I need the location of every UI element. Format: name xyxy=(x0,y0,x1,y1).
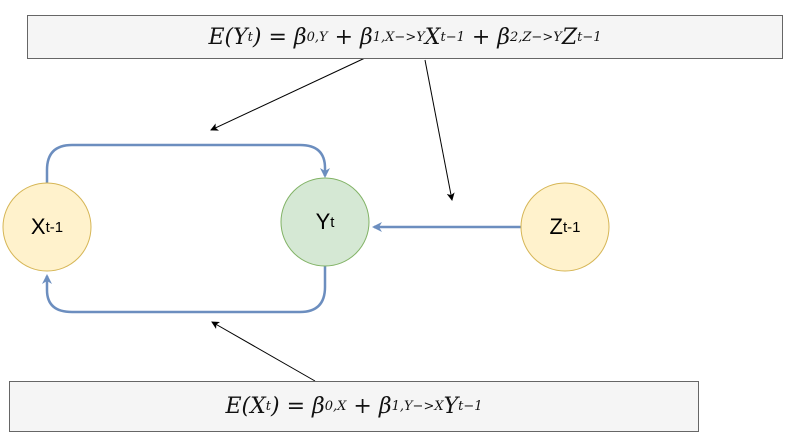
node-z-text: Z xyxy=(549,214,563,239)
eq-text: ) xyxy=(271,394,280,419)
pointer-eq-y-to-xy-edge xyxy=(210,57,366,131)
eq-sub: t−1 xyxy=(577,29,602,45)
eq-text: β xyxy=(293,24,307,50)
node-y-circle xyxy=(280,177,370,267)
node-y-sub: t xyxy=(330,213,335,231)
node-x-text: X xyxy=(30,214,46,239)
eq-text: + xyxy=(464,24,498,50)
eq-text: + xyxy=(327,24,361,50)
node-x-circle xyxy=(2,182,92,272)
eq-text: β xyxy=(360,24,373,50)
node-z-sub: t-1 xyxy=(562,218,581,236)
eq-text: β xyxy=(497,24,510,50)
eq-text: + xyxy=(346,394,379,419)
node-x-sub: t-1 xyxy=(45,218,64,236)
eq-text: β xyxy=(378,394,392,419)
eq-text: Z xyxy=(561,24,578,50)
eq-text: = xyxy=(279,394,313,419)
eq-text: Y xyxy=(443,394,459,419)
eq-sub: 1,Y−>X xyxy=(391,399,444,414)
eq-sub: 2,Z−>Y xyxy=(510,29,562,45)
eq-sub: 1,X−>Y xyxy=(372,29,425,45)
eq-text: = xyxy=(261,24,294,50)
node-y-text: Y xyxy=(315,209,331,234)
eq-sub: 0,X xyxy=(324,399,347,414)
eq-text: E(Y xyxy=(208,24,248,50)
eq-sub: t xyxy=(265,399,272,414)
eq-sub: t−1 xyxy=(458,399,483,414)
pointer-eq-x-to-yx-edge xyxy=(211,321,316,382)
node-z-circle xyxy=(520,182,610,272)
eq-text: ) xyxy=(252,24,262,50)
eq-text: E(X xyxy=(225,394,266,419)
edge-x-to-y xyxy=(45,143,330,183)
edge-y-to-x xyxy=(42,266,327,314)
pointer-eq-y-to-zy-edge xyxy=(424,59,455,201)
eq-sub: t−1 xyxy=(440,29,465,45)
eq-text: X xyxy=(424,24,441,50)
eq-text: β xyxy=(312,394,325,419)
eq-sub: 0,Y xyxy=(306,29,328,45)
eq-sub: t xyxy=(247,29,253,45)
